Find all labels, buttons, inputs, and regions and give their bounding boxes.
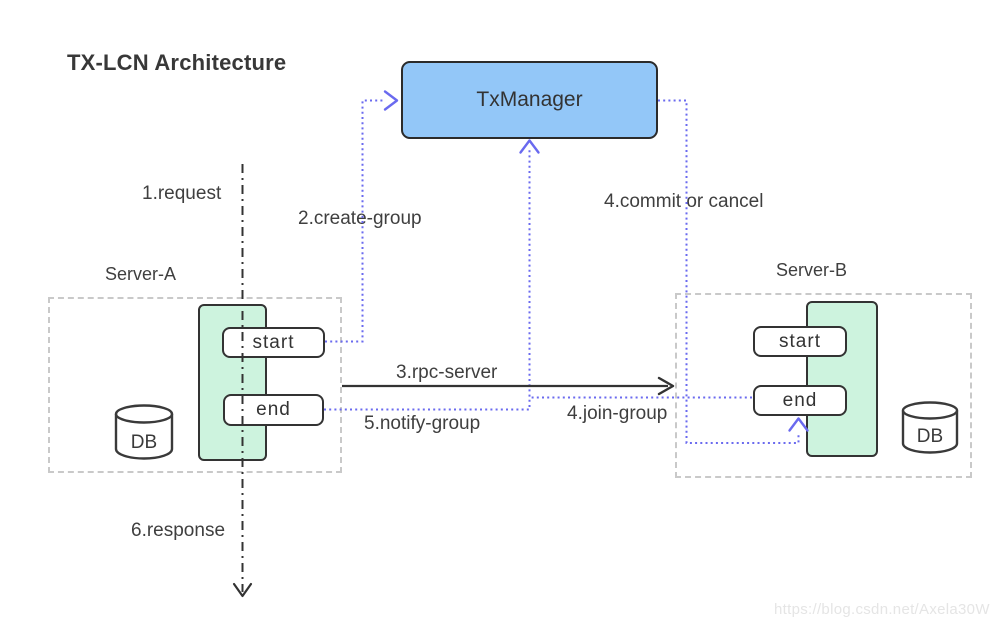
diagram-title: TX-LCN Architecture <box>67 50 287 75</box>
edge-label-join-group: 4.join-group <box>567 403 668 424</box>
server-b-db-label: DB <box>916 426 944 447</box>
edge-label-rpc-server: 3.rpc-server <box>396 362 498 383</box>
server-b-label: Server-B <box>776 260 848 280</box>
server-b-tx-unit <box>806 301 878 457</box>
edge-label-create-group: 2.create-group <box>298 208 422 229</box>
server-b-start-node: start <box>753 326 847 357</box>
server-b-database: DB <box>900 400 960 455</box>
database-cylinder-icon <box>114 404 174 460</box>
txmanager-node: TxManager <box>401 61 658 139</box>
server-b-end-node: end <box>753 385 847 416</box>
edge-label-request: 1.request <box>142 183 222 204</box>
server-b-start-label: start <box>779 330 821 352</box>
edge-rpc-server-line <box>342 376 675 396</box>
server-a-end-label: end <box>256 399 291 420</box>
edge-label-notify-group: 5.notify-group <box>364 413 481 434</box>
server-a-container <box>48 297 342 473</box>
watermark-text: https://blog.csdn.net/Axela30W <box>774 601 990 618</box>
server-a-start-label: start <box>252 331 295 353</box>
arrowhead-right-icon <box>657 376 675 396</box>
arrowhead-right-icon <box>383 90 399 111</box>
txmanager-label: TxManager <box>476 88 583 111</box>
server-a-database: DB <box>113 403 175 461</box>
edge-label-response: 6.response <box>131 520 226 541</box>
server-a-label: Server-A <box>105 264 177 284</box>
arrowhead-down-icon <box>232 582 253 598</box>
server-a-db-label: DB <box>130 432 158 453</box>
arrowhead-up-icon <box>519 139 540 154</box>
server-a-end-node: end <box>223 394 324 426</box>
database-cylinder-icon <box>901 401 959 454</box>
server-a-start-node: start <box>222 327 325 358</box>
edge-label-commit-or-cancel: 4.commit or cancel <box>604 191 764 212</box>
server-b-end-label: end <box>782 389 818 411</box>
